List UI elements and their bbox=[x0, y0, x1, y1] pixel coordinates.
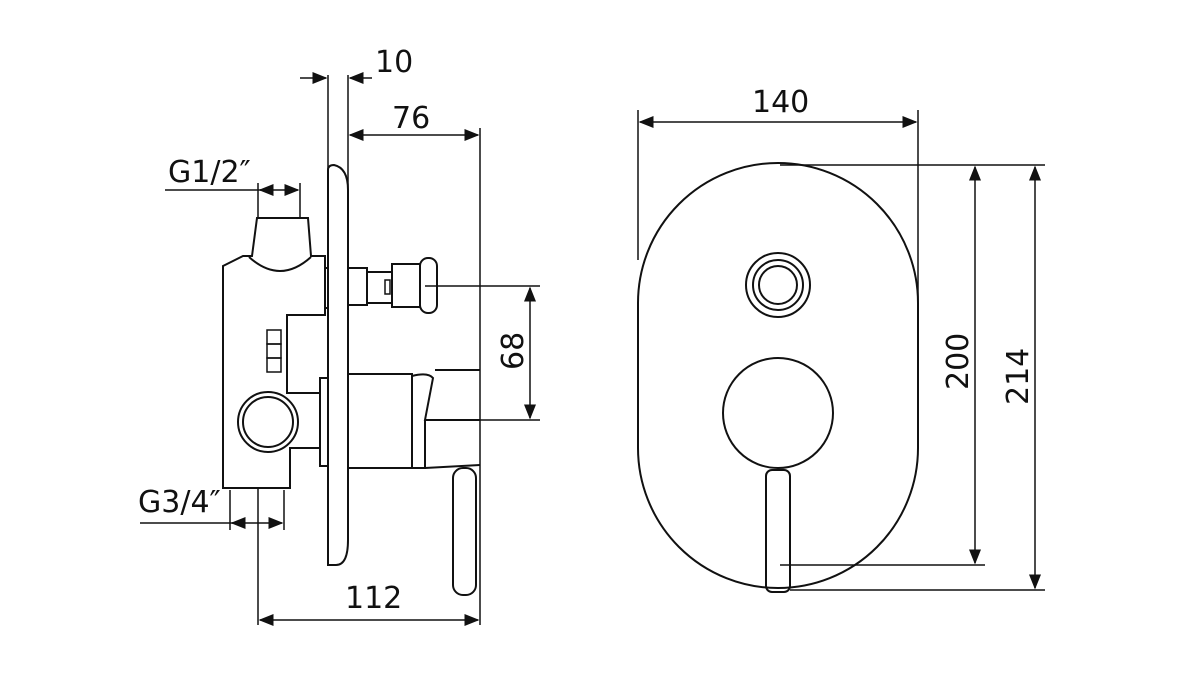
dim-plate-width: 140 bbox=[752, 85, 809, 120]
button-slot bbox=[384, 279, 391, 295]
dim-plate-thickness: 10 bbox=[375, 45, 413, 80]
indicator-square bbox=[266, 357, 282, 373]
lever-stick bbox=[452, 467, 477, 596]
dim-overall-height: 214 bbox=[1001, 348, 1036, 405]
button-stem bbox=[347, 267, 368, 306]
diverter-button-outer bbox=[745, 252, 811, 318]
dim-outlet-thread: G3/4″ bbox=[138, 485, 221, 520]
dim-button-to-lever: 68 bbox=[496, 332, 531, 370]
inlet-curve bbox=[248, 256, 312, 272]
side-view: 10 76 G1/2″ G3/4″ 68 112 bbox=[138, 45, 540, 626]
wall-plate-front bbox=[637, 162, 919, 589]
dim-plate-height: 200 bbox=[941, 333, 976, 390]
indicator-square bbox=[266, 329, 282, 345]
dim-total-depth: 112 bbox=[345, 581, 402, 616]
button-sleeve bbox=[366, 271, 393, 304]
rear-stub bbox=[324, 267, 329, 309]
indicator-square bbox=[266, 343, 282, 359]
dim-depth-front: 76 bbox=[392, 101, 430, 136]
dim-inlet-thread: G1/2″ bbox=[168, 155, 251, 190]
outlet-port-outer bbox=[237, 391, 299, 453]
diverter-button-ring bbox=[752, 259, 804, 311]
lever-front bbox=[765, 469, 791, 593]
lever-ring bbox=[411, 376, 426, 469]
lever-housing bbox=[347, 373, 413, 469]
front-view: 140 200 214 bbox=[637, 85, 1045, 593]
diverter-button-inner bbox=[758, 265, 798, 305]
lever-hub bbox=[722, 357, 834, 469]
wall-plate-side bbox=[327, 163, 349, 566]
lever-head bbox=[411, 369, 481, 469]
valve-body bbox=[222, 217, 326, 489]
outlet-port-inner bbox=[242, 396, 294, 448]
flange bbox=[319, 377, 329, 467]
button-collar bbox=[391, 263, 421, 308]
